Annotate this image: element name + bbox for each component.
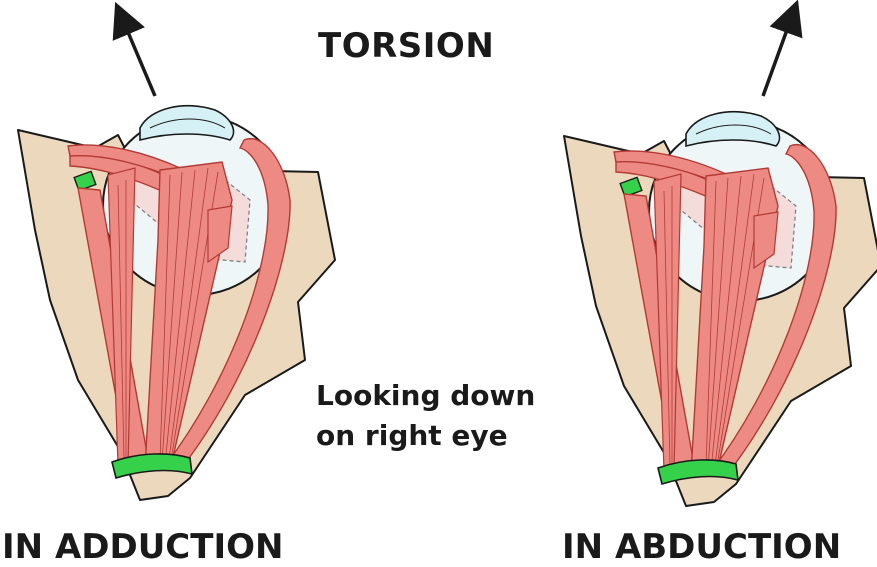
adduction-label: IN ADDUCTION bbox=[2, 527, 283, 567]
adduction-panel bbox=[18, 18, 335, 500]
caption-line-1: Looking down bbox=[316, 376, 535, 416]
view-caption: Looking down on right eye bbox=[316, 376, 535, 456]
abduction-panel bbox=[564, 16, 877, 506]
caption-line-2: on right eye bbox=[316, 416, 535, 456]
abduction-label: IN ABDUCTION bbox=[562, 527, 841, 567]
diagram-title: TORSION bbox=[318, 26, 494, 66]
torsion-arrow-left bbox=[122, 18, 155, 96]
torsion-arrow-right bbox=[763, 16, 792, 96]
